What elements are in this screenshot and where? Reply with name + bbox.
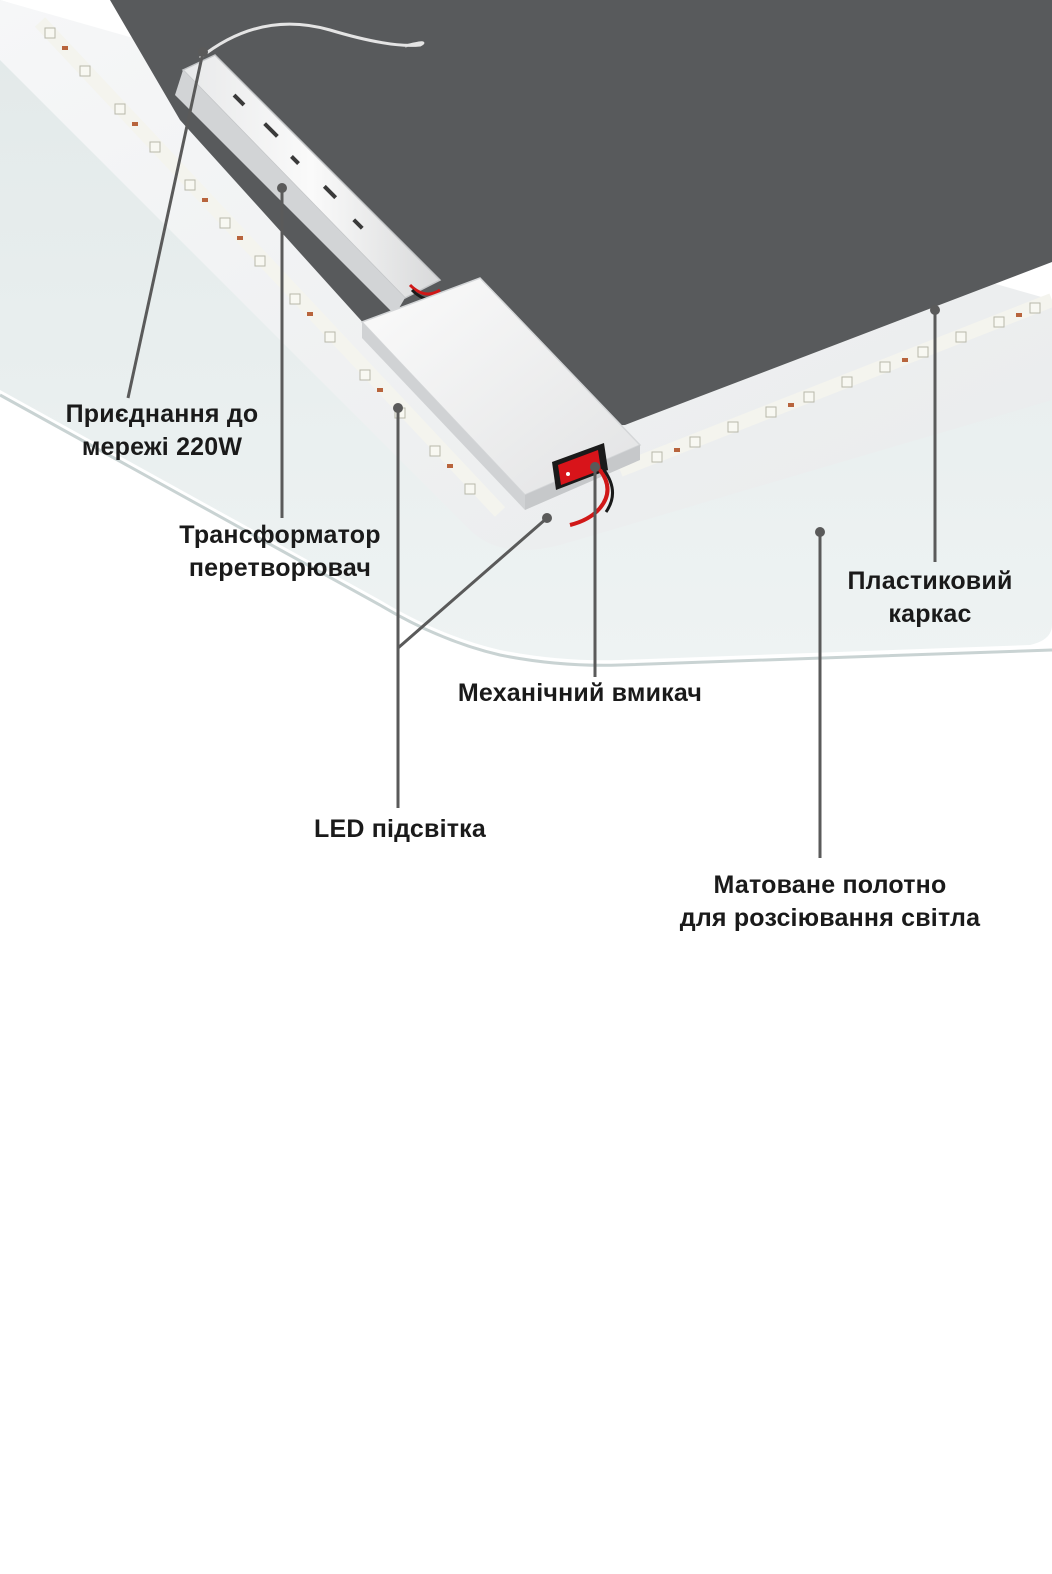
leader-dot-mains bbox=[198, 47, 208, 57]
label-plastic-frame: Пластиковий каркас bbox=[810, 565, 1050, 631]
mains-wire bbox=[199, 22, 425, 60]
label-led-backlight: LED підсвітка bbox=[290, 813, 510, 846]
rocker-switch bbox=[552, 443, 614, 527]
mirror-panel bbox=[110, 0, 1052, 430]
leader-dot-diffuser bbox=[815, 527, 825, 537]
label-switch-line-1: Механічний вмикач bbox=[457, 679, 703, 707]
leader-dot-led-corner bbox=[542, 513, 552, 523]
label-mains-line-1: Приєднання до bbox=[65, 400, 259, 428]
label-frame-line-1: Пластиковий bbox=[847, 567, 1013, 595]
leader-dot-transformer bbox=[277, 183, 287, 193]
label-mains-connection: Приєднання до мережі 220W bbox=[22, 398, 302, 464]
mirror-corner-illustration bbox=[0, 0, 1052, 858]
label-transformer-line-1: Трансформатор bbox=[179, 521, 381, 549]
leader-mains bbox=[126, 51, 205, 399]
label-diffuser-line-2: для розсіювання світла bbox=[679, 904, 981, 932]
label-mechanical-switch: Механічний вмикач bbox=[420, 677, 740, 710]
leader-lines bbox=[126, 47, 940, 858]
leader-dot-frame bbox=[930, 305, 940, 315]
diffuser-edge bbox=[0, 393, 1052, 667]
label-transformer-line-2: перетворювач bbox=[188, 554, 372, 582]
led-strip-right bbox=[617, 293, 1052, 477]
leader-dot-led-left bbox=[393, 403, 403, 413]
label-diffuser-line-1: Матоване полотно bbox=[713, 871, 947, 899]
label-led-line-1: LED підсвітка bbox=[313, 815, 486, 843]
label-mains-line-2: мережі 220W bbox=[81, 433, 243, 461]
label-transformer: Трансформатор перетворювач bbox=[150, 519, 410, 585]
leader-led bbox=[396, 408, 548, 808]
led-strip-left bbox=[34, 17, 506, 517]
leader-dot-switch bbox=[590, 462, 600, 472]
label-frame-line-2: каркас bbox=[888, 600, 972, 628]
label-diffuser-sheet: Матоване полотно для розсіювання світла bbox=[640, 869, 1020, 935]
